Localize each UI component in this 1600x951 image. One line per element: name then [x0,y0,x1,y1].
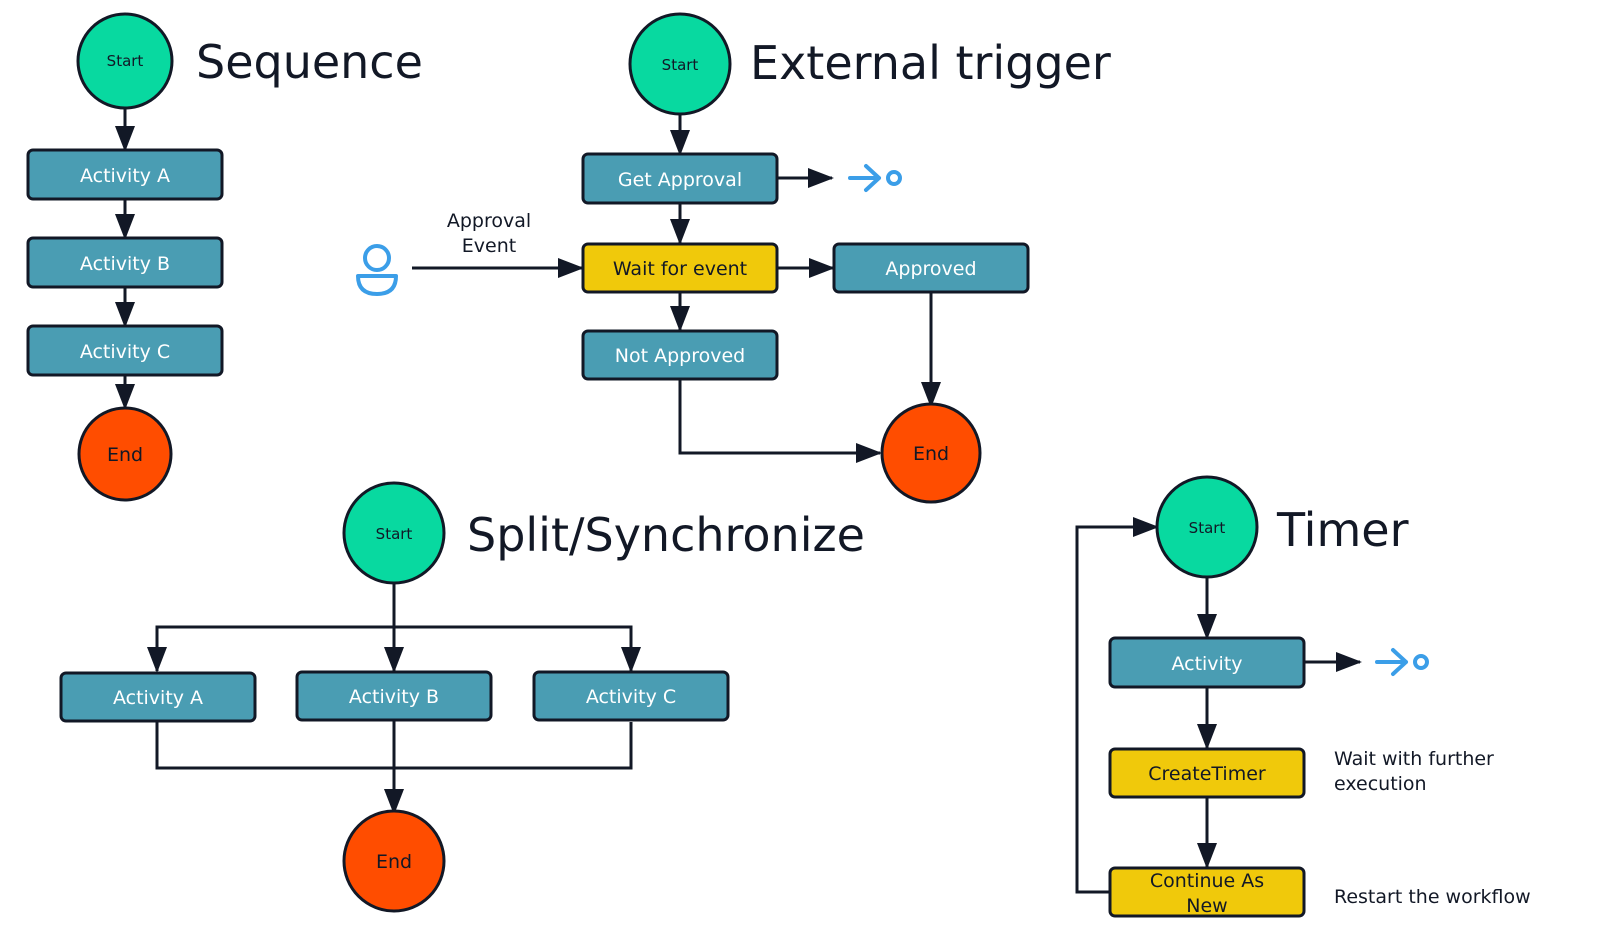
continue-as-new-label-line2: New [1186,895,1227,917]
external-start-node: Start [628,12,732,116]
restart-note: Restart the workflow [1334,886,1531,908]
sequence-start-label: Start [107,52,144,70]
continue-as-new-label-line1: Continue As [1150,870,1264,892]
approved-activity: Approved [832,242,1030,294]
sequence-activity-b: Activity B [26,236,224,289]
split-synchronize-title: Split/Synchronize [467,508,865,562]
split-activity-c-label: Activity C [586,686,676,708]
sequence-title: Sequence [196,35,423,89]
approval-event-label-line2: Event [462,235,516,257]
sequence-activity-c-label: Activity C [80,341,170,363]
timer-activity-label: Activity [1171,653,1242,675]
user-icon [356,244,398,296]
timer-start-node: Start [1155,475,1259,579]
continue-as-new-activity: Continue As New [1108,866,1306,918]
not-approved-label: Not Approved [615,345,745,367]
split-activity-b-label: Activity B [349,686,439,708]
split-start-node: Start [342,481,446,585]
sequence-activity-a: Activity A [26,148,224,201]
get-approval-label: Get Approval [618,169,742,191]
split-end-label: End [376,851,412,873]
external-arrow-not-approved-end [678,379,882,463]
external-trigger-title: External trigger [750,36,1111,90]
external-start-label: Start [662,56,699,74]
get-approval-activity: Get Approval [581,152,779,205]
external-end-node: End [880,402,982,504]
timer-pattern: Start Timer Activity CreateTimer Continu… [1075,475,1531,918]
split-activity-b: Activity B [295,670,493,722]
approval-event-label-line1: Approval [447,210,531,232]
sequence-start-node: Start [76,12,174,110]
external-trigger-pattern: Start External trigger Get Approval Appr… [356,12,1111,504]
split-activity-a-label: Activity A [113,687,203,709]
sequence-activity-c: Activity C [26,324,224,377]
split-activity-c: Activity C [532,670,730,722]
sequence-pattern: Start Sequence Activity A Activity B Act… [26,12,423,502]
wait-note-line2: execution [1334,773,1427,795]
not-approved-activity: Not Approved [581,329,779,381]
external-end-label: End [913,443,949,465]
sequence-activity-b-label: Activity B [80,253,170,275]
split-activity-a: Activity A [59,671,257,723]
sequence-end-label: End [107,444,143,466]
wait-note-line1: Wait with further [1334,748,1494,770]
sequence-end-node: End [77,406,173,502]
split-end-node: End [342,809,446,913]
timer-activity: Activity [1108,636,1306,689]
approved-label: Approved [885,258,976,280]
timer-title: Timer [1276,503,1409,557]
timer-loop-back-arrow [1075,517,1159,894]
create-timer-activity: CreateTimer [1108,747,1306,799]
split-synchronize-pattern: Start Split/Synchronize Activity A Activ… [59,481,865,913]
wait-for-event-activity: Wait for event [581,242,779,294]
create-timer-label: CreateTimer [1148,763,1266,785]
wait-for-event-label: Wait for event [613,258,747,280]
timer-start-label: Start [1189,519,1226,537]
arrow-right-circle-icon [1375,648,1429,676]
arrow-right-circle-icon [848,164,902,192]
sequence-activity-a-label: Activity A [80,165,170,187]
split-start-label: Start [376,525,413,543]
